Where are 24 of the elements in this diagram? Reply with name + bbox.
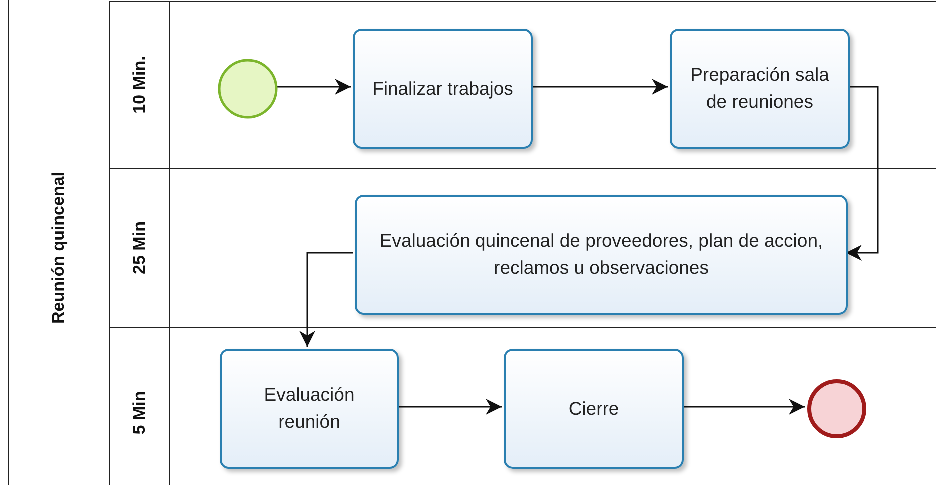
pool [8, 0, 936, 485]
task-box [353, 29, 533, 149]
task-box [220, 349, 399, 469]
task-label: Evaluación reunión [263, 383, 356, 434]
lane-label: 10 Min. [130, 56, 150, 114]
task-box [355, 195, 848, 315]
task-label: Preparación sala de reuniones [690, 63, 830, 114]
task-label: Finalizar trabajos [372, 76, 514, 101]
sequence-arrow [397, 399, 502, 415]
task-label: Evaluación quincenal de proveedores, plan de accion, reclamos u observaciones [378, 229, 824, 280]
swimlane [109, 327, 936, 485]
swimlane [109, 168, 936, 327]
sequence-arrow [682, 399, 805, 415]
lane-label: 25 Min [130, 222, 150, 274]
lane-label: 5 Min [130, 390, 150, 434]
swimlane [109, 1, 936, 168]
task-box [504, 349, 684, 469]
task-label: Cierre [568, 396, 620, 421]
sequence-arrow [531, 79, 668, 95]
task-box [670, 29, 850, 149]
sequence-arrow [300, 252, 353, 347]
pool-label: Reunión quincenal [49, 172, 69, 324]
sequence-arrow [276, 79, 351, 95]
sequence-arrow [846, 86, 879, 261]
